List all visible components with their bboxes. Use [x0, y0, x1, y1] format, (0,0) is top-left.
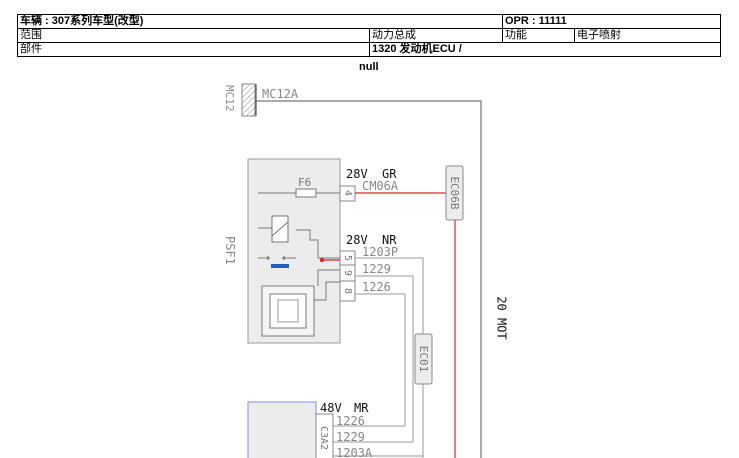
wire-1203p: [355, 257, 424, 334]
vehicle-value: 307系列车型(改型): [51, 15, 144, 28]
part-label: 部件: [17, 42, 370, 57]
wire-top: CM06A: [362, 179, 399, 193]
voltage-bottom: 48V: [320, 401, 342, 415]
part-value: 1320 发动机ECU /: [368, 42, 722, 57]
opr-value: 11111: [538, 15, 567, 28]
module-lead-b: [314, 281, 340, 301]
splice-top-label: EC06B: [448, 176, 461, 209]
wire-1229: [333, 275, 414, 443]
switch-contact-a: [266, 256, 270, 260]
wire-bottom-1: 1226: [336, 414, 365, 428]
wire-bottom-2: 1229: [336, 430, 365, 444]
pin-mid-2: 9: [342, 270, 353, 276]
wire-mid-1: 1203P: [362, 245, 398, 259]
pin-box-bottom[interactable]: [315, 413, 334, 458]
ground-wire: [256, 100, 482, 458]
psf-label: PSF1: [223, 236, 237, 265]
fuse-f6[interactable]: [295, 188, 317, 198]
right-label: 20 MOT: [495, 296, 509, 339]
red-node: [319, 257, 325, 263]
header-table: 车辆 : 307系列车型(改型) OPR : 11111 范围 动力总成 功能 …: [17, 14, 722, 57]
ecu-box[interactable]: [247, 401, 317, 458]
color-bottom: MR: [354, 401, 369, 415]
pin-mid-1: 5: [342, 255, 353, 261]
relay-switch: [271, 221, 289, 237]
voltage-mid: 28V: [346, 233, 368, 247]
color-top: GR: [382, 167, 397, 181]
blue-contact: [271, 264, 289, 268]
wire-mid-3: 1226: [362, 280, 391, 294]
color-mid: NR: [382, 233, 397, 247]
null-label: null: [359, 61, 379, 73]
pin-top: 4: [342, 190, 353, 196]
splice-mid-label: EC01: [417, 346, 430, 373]
header-row-scope: 范围 动力总成 功能 电子喷射: [17, 28, 722, 43]
ground-label: MC12: [223, 85, 236, 112]
module-lead-a: [317, 269, 340, 286]
block-label: C3A2: [318, 426, 329, 450]
pin-mid-3: 8: [342, 288, 353, 294]
chip-icon: [277, 299, 299, 323]
wire-mid-2: 1229: [362, 262, 391, 276]
wire-bottom-3: 1203A: [336, 446, 373, 458]
opr-label: OPR :: [505, 15, 539, 28]
ground-wire-label: MC12A: [262, 87, 299, 101]
switch-contact-b: [282, 256, 286, 260]
vehicle-label: 车辆 :: [20, 15, 52, 28]
wire-1226: [333, 293, 406, 427]
header-row-part: 部件 1320 发动机ECU /: [17, 42, 722, 57]
ground-block: [241, 83, 256, 117]
fuse-label: F6: [298, 176, 311, 189]
voltage-top: 28V: [346, 167, 368, 181]
